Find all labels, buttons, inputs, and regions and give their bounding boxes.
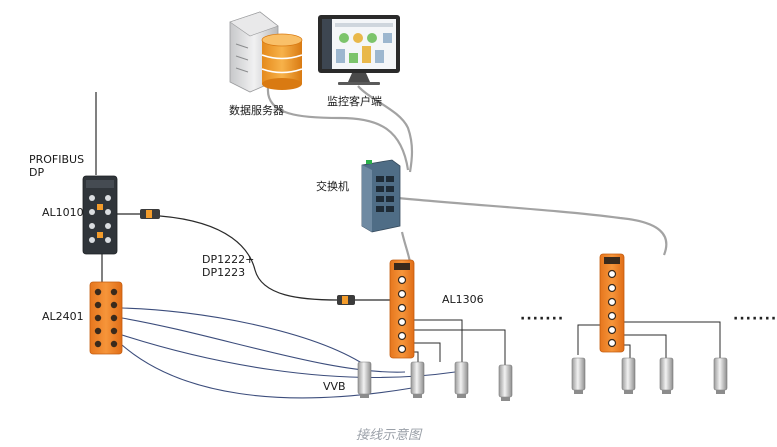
label-al1010: AL1010	[42, 206, 84, 219]
ethernet-cables	[266, 85, 668, 263]
label-dp: DP	[29, 166, 45, 179]
cable-connector-icon	[140, 209, 355, 305]
label-profibus: PROFIBUS	[29, 153, 85, 166]
label-al2401: AL2401	[42, 310, 84, 323]
switch-icon	[361, 159, 401, 233]
al1010-module-icon	[82, 175, 118, 255]
label-vvb: VVB	[323, 380, 346, 393]
dp-cable	[95, 92, 392, 301]
label-al1306: AL1306	[442, 293, 484, 306]
label-data-server: 数据服务器	[229, 104, 284, 117]
ellipsis-left: ·······	[520, 311, 565, 327]
al2401-module-icon	[89, 281, 123, 355]
io-module-icon	[599, 253, 625, 353]
al1306-sensor-wires	[410, 319, 506, 365]
label-switch: 交换机	[316, 180, 349, 193]
ellipsis-right: ·······	[733, 311, 777, 327]
label-dp-line1: DP1222+	[202, 253, 255, 266]
diagram-caption: 接线示意图	[355, 428, 421, 443]
vvb-sensor-icon	[357, 361, 513, 401]
database-icon	[261, 33, 303, 90]
vvb-sensor-icon	[571, 357, 728, 394]
al1306-module-icon	[389, 259, 415, 359]
monitor-icon	[318, 15, 400, 85]
label-monitor-client: 监控客户端	[327, 95, 382, 108]
right-module-sensor-wires	[577, 321, 721, 358]
label-dp-line2: DP1223	[202, 266, 246, 279]
